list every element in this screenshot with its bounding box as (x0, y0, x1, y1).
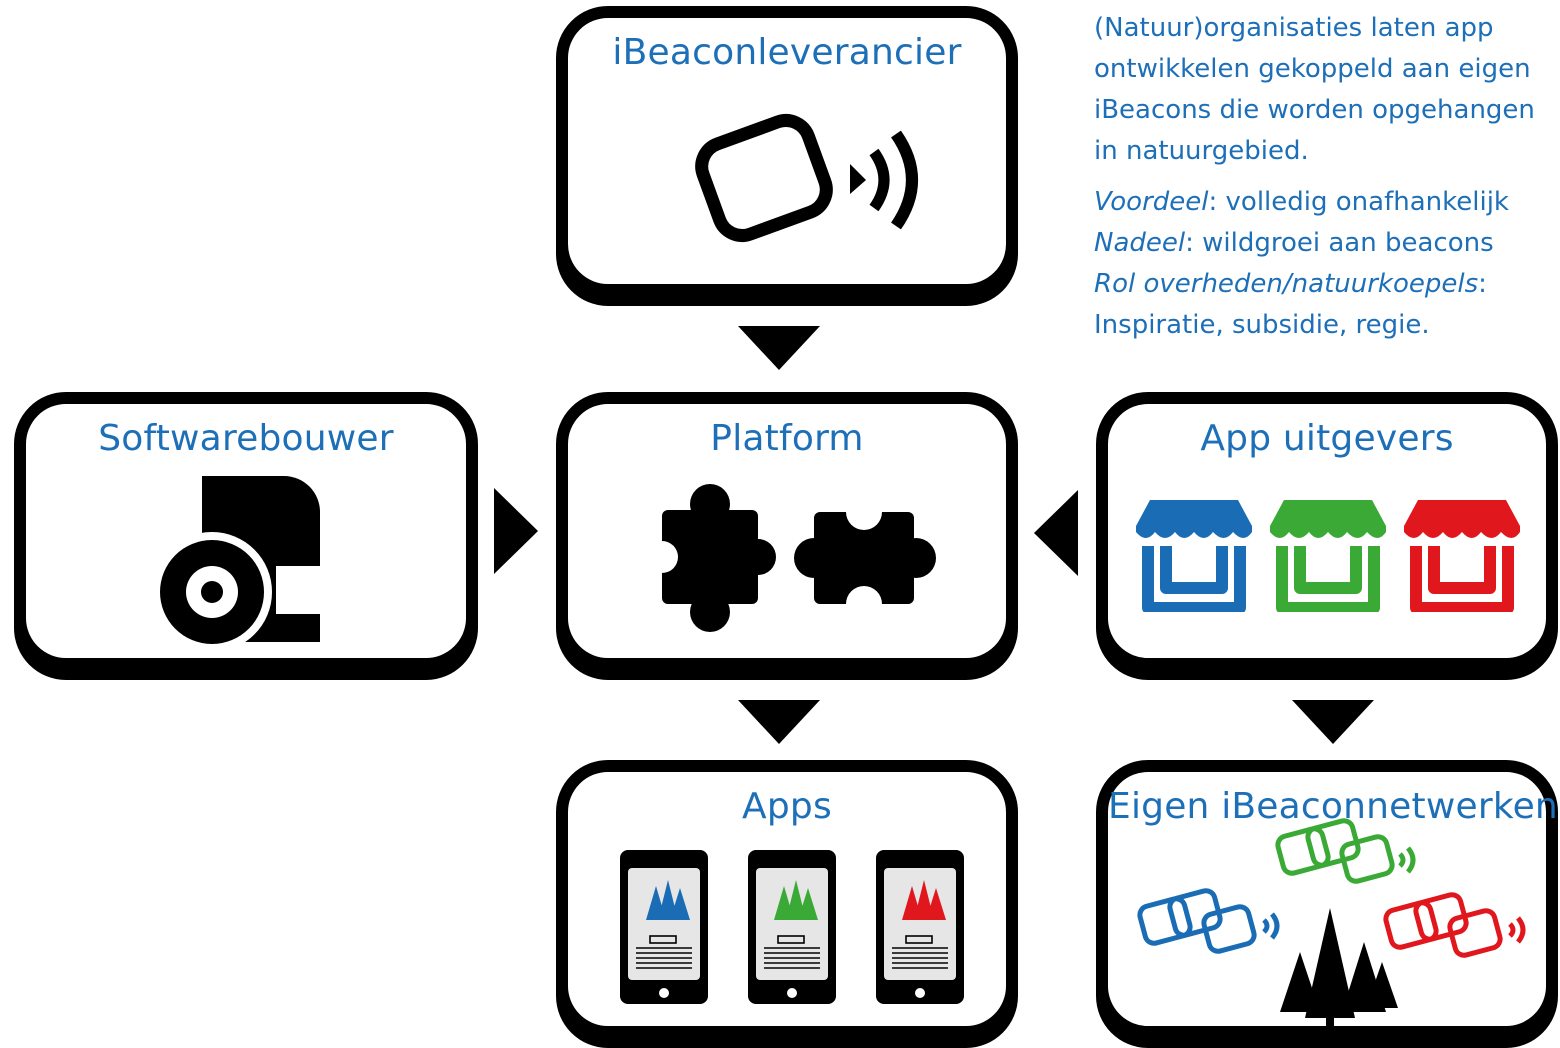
node-platform: Platform (556, 392, 1018, 670)
node-title-app-publishers: App uitgevers (1200, 418, 1454, 459)
node-title-software-builder: Softwarebouwer (98, 418, 394, 459)
role-value: Inspiratie, subsidie, regie. (1094, 310, 1430, 340)
node-app-publishers: App uitgevers (1096, 392, 1558, 670)
node-software-builder: Softwarebouwer (14, 392, 478, 670)
arrow-platform-to-apps (738, 700, 820, 744)
arrow-supplier-to-platform (738, 326, 820, 370)
node-title-apps: Apps (742, 786, 832, 827)
phone-green (747, 850, 837, 1005)
storefront-icon (1136, 500, 1520, 612)
phone-blue (620, 850, 709, 1005)
description-disadvantage: Nadeel: wildgroei aan beacons (1094, 223, 1554, 264)
arrow-publishers-to-networks (1292, 700, 1374, 744)
store-green (1270, 500, 1386, 612)
arrow-publishers-to-platform (1034, 490, 1078, 576)
forest-trees (1280, 908, 1398, 1030)
description-role: Rol overheden/natuurkoepels: (1094, 264, 1554, 305)
software-disc-icon (152, 476, 328, 652)
beacon-signal-icon (695, 114, 918, 242)
store-red (1404, 500, 1520, 612)
disadvantage-label: Nadeel (1094, 228, 1186, 258)
phone-red (875, 850, 965, 1005)
puzzle-pieces-icon (646, 484, 936, 632)
beacon-cluster-blue (1137, 888, 1280, 954)
advantage-text: : volledig onafhankelijk (1208, 187, 1509, 217)
arrow-software-to-platform (494, 488, 538, 574)
description-intro: (Natuur)organisaties laten app ontwikkel… (1094, 13, 1535, 166)
smartphone-app-icon (620, 850, 965, 1005)
beacon-cluster-red (1383, 892, 1526, 958)
node-title-ibeacon-supplier: iBeaconleverancier (612, 32, 962, 73)
role-text: : (1478, 269, 1487, 299)
role-label: Rol overheden/natuurkoepels (1094, 269, 1479, 299)
beacon-cluster-green (1275, 818, 1416, 884)
node-ibeacon-supplier: iBeaconleverancier (556, 6, 1018, 296)
node-title-platform: Platform (710, 418, 864, 459)
node-title-own-networks: Eigen iBeaconnetwerken (1108, 786, 1558, 827)
node-own-networks: Eigen iBeaconnetwerken (1096, 760, 1558, 1038)
disadvantage-text: : wildgroei aan beacons (1185, 228, 1494, 258)
node-apps: Apps (556, 760, 1018, 1038)
description-advantage: Voordeel: volledig onafhankelijk (1094, 182, 1554, 223)
beacon-network-forest-icon (1137, 818, 1526, 1030)
advantage-label: Voordeel (1094, 187, 1209, 217)
description-text: (Natuur)organisaties laten app ontwikkel… (1094, 8, 1554, 346)
store-blue (1136, 500, 1252, 612)
